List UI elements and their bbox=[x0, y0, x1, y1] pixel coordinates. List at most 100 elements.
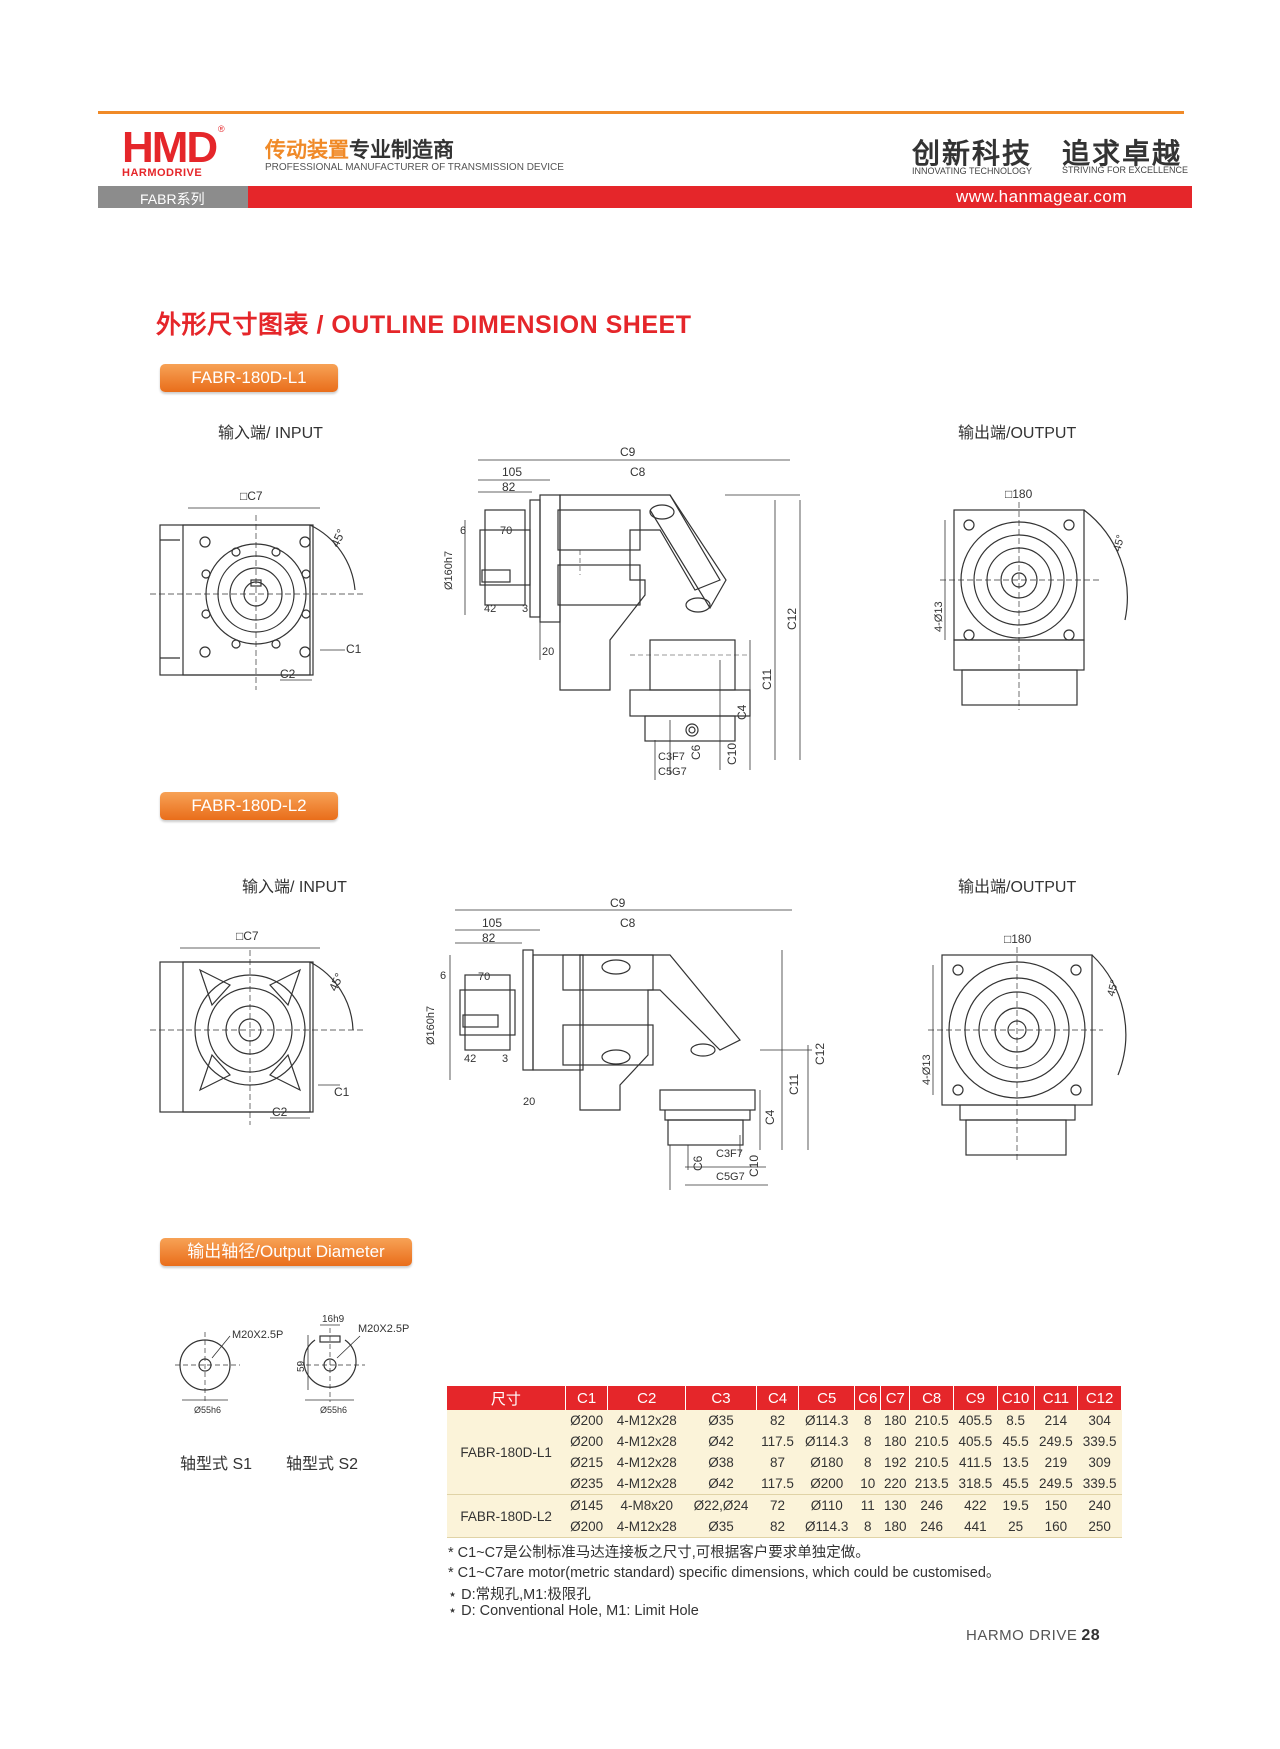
tagline-cn: 传动装置专业制造商 bbox=[265, 139, 454, 162]
table-header-cell: C5 bbox=[798, 1386, 856, 1410]
table-cell: 246 bbox=[909, 1516, 954, 1538]
table-cell: 180 bbox=[880, 1431, 910, 1452]
input-label-l2: 输入端/ INPUT bbox=[242, 879, 347, 896]
table-cell: 210.5 bbox=[909, 1431, 954, 1452]
table-header-cell: C12 bbox=[1077, 1386, 1122, 1410]
table-header-cell: 尺寸 bbox=[447, 1386, 566, 1410]
logo: HMD bbox=[122, 123, 218, 172]
table-cell: 214 bbox=[1034, 1410, 1078, 1431]
input-label-l1: 输入端/ INPUT bbox=[218, 425, 323, 442]
dim-180-l2: □180 bbox=[1004, 932, 1032, 946]
table-cell: 250 bbox=[1077, 1516, 1122, 1538]
shaft-s2-label: 轴型式 S2 bbox=[286, 1456, 359, 1473]
table-cell: 318.5 bbox=[953, 1473, 998, 1495]
series-label: FABR系列 bbox=[140, 191, 205, 207]
dim-105: 105 bbox=[502, 465, 522, 479]
table-cell: Ø200 bbox=[565, 1431, 608, 1452]
dim-4-13: 4-Ø13 bbox=[933, 601, 945, 632]
dim-c4-l2: C4 bbox=[763, 1109, 777, 1125]
slogan-striving-en: STRIVING FOR EXCELLENCE bbox=[1062, 165, 1189, 175]
side-view-l1-drawing: C9 C8 105 82 70 6 42 3 20 Ø160h7 C12 C11… bbox=[443, 445, 801, 780]
dim-4-13-l2: 4-Ø13 bbox=[921, 1054, 933, 1085]
page-number: 28 bbox=[1081, 1627, 1101, 1644]
header-rule bbox=[98, 111, 1184, 114]
table-cell: Ø38 bbox=[685, 1452, 757, 1473]
dim-c8: C8 bbox=[630, 465, 646, 479]
table-cell: 4-M12x28 bbox=[607, 1516, 686, 1538]
table-cell: 25 bbox=[997, 1516, 1035, 1538]
tagline-en: PROFESSIONAL MANUFACTURER OF TRANSMISSIO… bbox=[265, 162, 564, 173]
table-cell: Ø114.3 bbox=[798, 1516, 855, 1538]
dim-m20-s2: M20X2.5P bbox=[358, 1323, 409, 1335]
dim-c3f7: C3F7 bbox=[658, 751, 685, 763]
dim-c7-l2: □C7 bbox=[236, 929, 259, 943]
table-cell: 210.5 bbox=[909, 1410, 954, 1431]
table-cell: 246 bbox=[909, 1494, 954, 1516]
dim-c12-l2: C12 bbox=[813, 1043, 827, 1065]
table-header-cell: C9 bbox=[953, 1386, 998, 1410]
table-header-cell: C8 bbox=[909, 1386, 955, 1410]
dim-c2-l2: C2 bbox=[272, 1105, 288, 1119]
table-cell: Ø180 bbox=[798, 1452, 855, 1473]
table-cell: 219 bbox=[1034, 1452, 1078, 1473]
slogan-striving: 追求卓越 bbox=[1062, 139, 1183, 170]
input-view-l1-drawing: □C7 45° C1 C2 bbox=[150, 489, 365, 690]
dim-c4: C4 bbox=[735, 704, 749, 720]
table-cell: 45.5 bbox=[997, 1473, 1035, 1495]
dim-105-l2: 105 bbox=[482, 916, 502, 930]
note-1: * C1~C7是公制标准马达连接板之尺寸,可根据客户要求单独定做。 bbox=[448, 1545, 870, 1561]
series-bar bbox=[98, 186, 248, 208]
table-cell: 405.5 bbox=[953, 1410, 998, 1431]
table-cell: 8.5 bbox=[997, 1410, 1035, 1431]
note-4: ⋆ D: Conventional Hole, M1: Limit Hole bbox=[448, 1603, 699, 1619]
table-cell: 309 bbox=[1077, 1452, 1122, 1473]
dim-59: 59 bbox=[296, 1360, 307, 1372]
table-cell: 441 bbox=[953, 1516, 998, 1538]
table-cell: 10 bbox=[854, 1473, 881, 1495]
table-cell: 180 bbox=[880, 1410, 910, 1431]
model-cell: FABR-180D-L1 bbox=[447, 1410, 566, 1495]
url-bar bbox=[248, 186, 1192, 208]
table-cell: Ø145 bbox=[565, 1494, 608, 1516]
table-cell: 4-M12x28 bbox=[607, 1452, 686, 1473]
dim-3: 3 bbox=[522, 603, 528, 615]
dim-c1-l2: C1 bbox=[334, 1085, 350, 1099]
shaft-types-drawing: M20X2.5P Ø55h6 16h9 M20X2.5P 59 Ø55h6 bbox=[175, 1314, 409, 1415]
table-cell: 8 bbox=[854, 1516, 881, 1538]
table-header-cell: C3 bbox=[685, 1386, 757, 1410]
dim-55h6-s1: Ø55h6 bbox=[194, 1405, 221, 1415]
dim-c12: C12 bbox=[785, 608, 799, 630]
table-header-cell: C2 bbox=[607, 1386, 687, 1410]
output-diameter-badge: 输出轴径/Output Diameter bbox=[160, 1238, 412, 1266]
shaft-s1-label: 轴型式 S1 bbox=[180, 1456, 253, 1473]
dim-c5g7: C5G7 bbox=[658, 766, 687, 778]
table-cell: 422 bbox=[953, 1494, 998, 1516]
dim-c7: □C7 bbox=[240, 489, 263, 503]
footer-brand: HARMO DRIVE bbox=[966, 1627, 1078, 1644]
dim-6: 6 bbox=[460, 525, 466, 537]
dim-160h7-l2: Ø160h7 bbox=[425, 1006, 437, 1045]
table-cell: 339.5 bbox=[1077, 1431, 1122, 1452]
logo-subtitle: HARMODRIVE bbox=[122, 167, 203, 179]
table-cell: 192 bbox=[880, 1452, 910, 1473]
table-cell: Ø235 bbox=[565, 1473, 608, 1495]
table-cell: Ø35 bbox=[685, 1516, 757, 1538]
dim-55h6-s2: Ø55h6 bbox=[320, 1405, 347, 1415]
table-cell: 411.5 bbox=[953, 1452, 998, 1473]
page-title: 外形尺寸图表 / OUTLINE DIMENSION SHEET bbox=[156, 311, 692, 339]
table-cell: 4-M12x28 bbox=[607, 1431, 686, 1452]
dim-c6: C6 bbox=[689, 744, 703, 760]
table-cell: 150 bbox=[1034, 1494, 1078, 1516]
dim-c9: C9 bbox=[620, 445, 636, 459]
table-header-cell: C10 bbox=[997, 1386, 1035, 1410]
table-cell: Ø114.3 bbox=[798, 1431, 855, 1452]
table-header-cell: C7 bbox=[880, 1386, 911, 1410]
dim-c3f7-l2: C3F7 bbox=[716, 1148, 743, 1160]
website-url: www.hanmagear.com bbox=[956, 187, 1128, 206]
